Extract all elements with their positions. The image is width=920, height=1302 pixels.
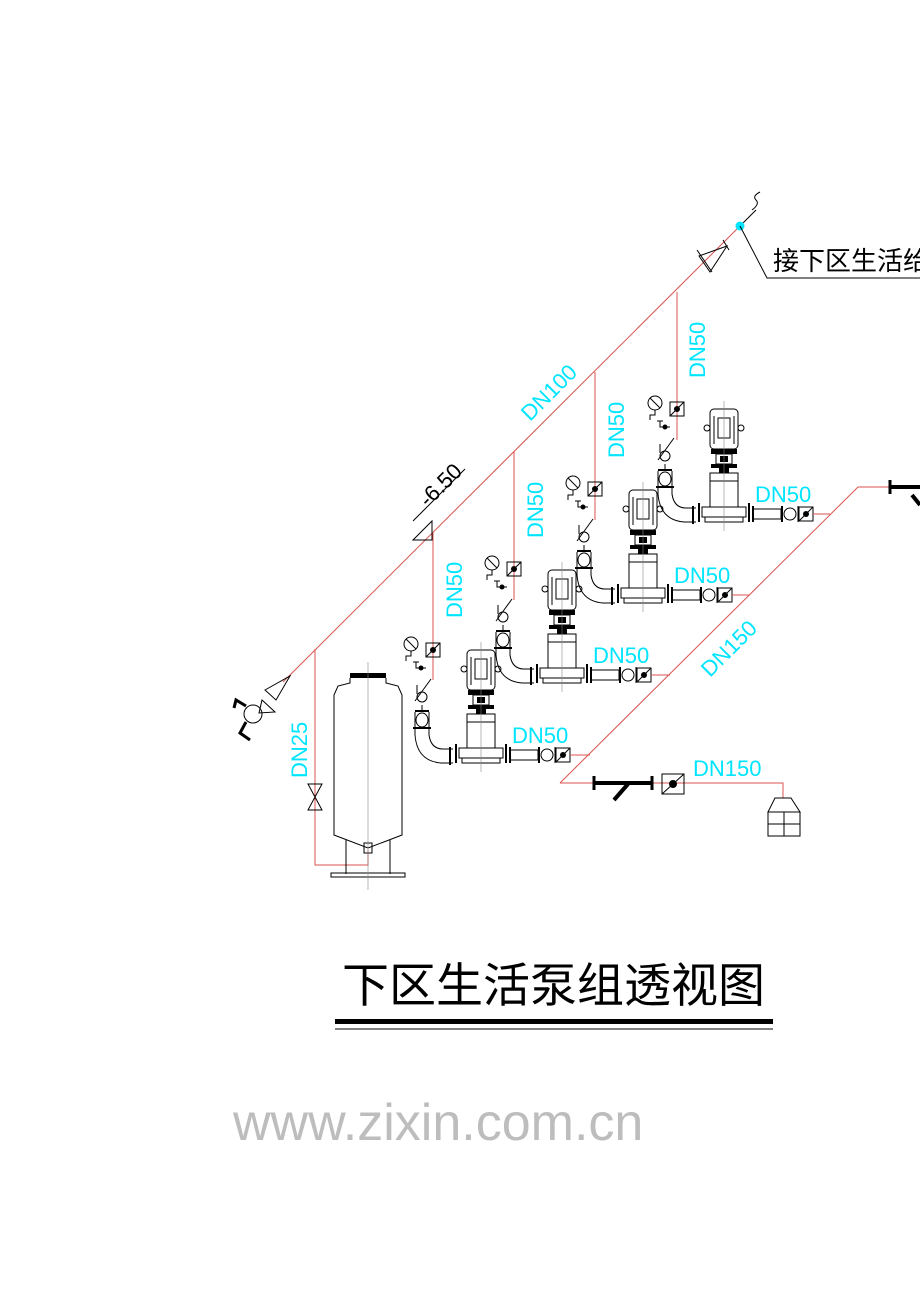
pressure-gauge-4 bbox=[647, 395, 685, 430]
right-flange bbox=[888, 480, 920, 507]
pump-4 bbox=[655, 400, 814, 532]
watermark: www.zixin.com.cn bbox=[232, 1094, 643, 1152]
main-header-pipe bbox=[282, 223, 743, 683]
pump-1 bbox=[412, 641, 571, 773]
branch-size-3: DN50 bbox=[604, 402, 629, 458]
gate-valve-top bbox=[696, 239, 730, 273]
branch-size-2: DN50 bbox=[523, 482, 548, 538]
callout-text: 接下区生活给 bbox=[773, 247, 920, 277]
pump-3 bbox=[574, 481, 733, 613]
tank-valve bbox=[307, 783, 323, 811]
suction-header-size: DN150 bbox=[696, 615, 762, 681]
elevation-label: -6.50 bbox=[414, 458, 467, 511]
drawing-title: 下区生活泵组透视图 bbox=[342, 959, 765, 1014]
pressure-gauge-3 bbox=[565, 475, 603, 510]
pump-2 bbox=[493, 561, 652, 693]
suction-inlet-size: DN150 bbox=[693, 756, 761, 781]
left-end-valve-assembly bbox=[232, 674, 292, 742]
y-strainer bbox=[592, 776, 654, 802]
suction-header-pipe bbox=[559, 486, 890, 784]
discharge-size-4: DN50 bbox=[755, 482, 811, 507]
callout-leader bbox=[739, 225, 920, 279]
check-valve-inlet bbox=[661, 773, 685, 795]
discharge-size-3: DN50 bbox=[674, 563, 730, 588]
discharge-size-2: DN50 bbox=[593, 643, 649, 668]
tank-branch-size: DN25 bbox=[287, 722, 312, 778]
break-symbol bbox=[741, 191, 761, 225]
foot-valve bbox=[767, 797, 801, 837]
branch-size-1: DN50 bbox=[442, 562, 467, 618]
pressure-gauge-2 bbox=[484, 555, 522, 590]
discharge-size-1: DN50 bbox=[512, 723, 568, 748]
pressure-tank bbox=[330, 662, 406, 890]
main-header-size: DN100 bbox=[516, 359, 582, 425]
tank-branch-pipe bbox=[314, 649, 369, 866]
title-underline-thick bbox=[335, 1019, 773, 1024]
pressure-gauge-1 bbox=[403, 636, 441, 671]
elevation-mark bbox=[411, 468, 466, 541]
branch-size-4: DN50 bbox=[685, 322, 710, 378]
